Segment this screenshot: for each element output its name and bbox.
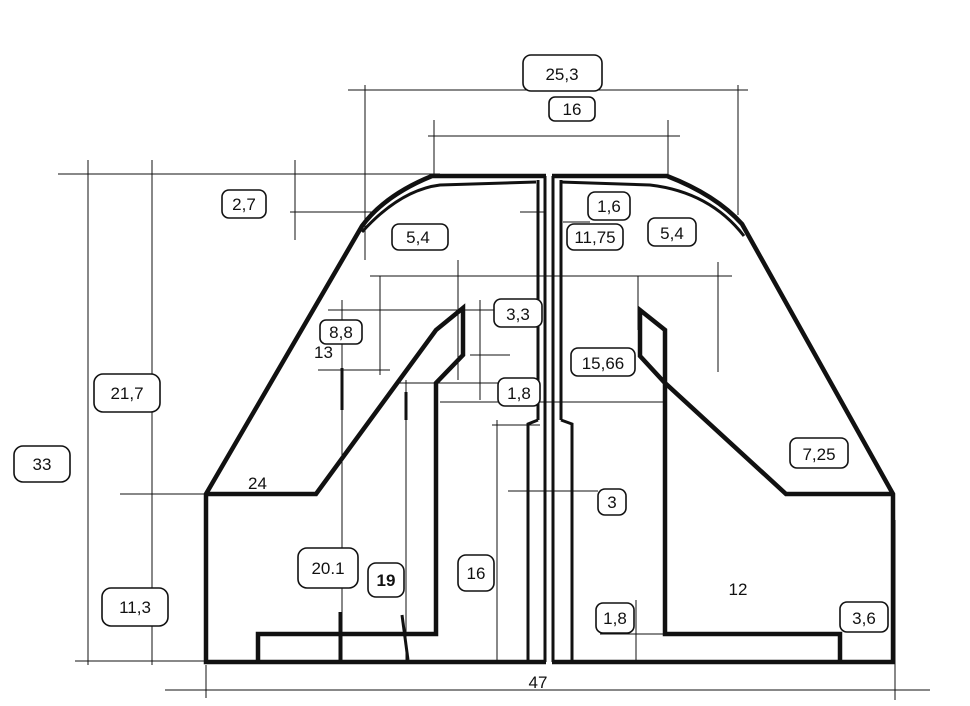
label-center-depth: 11,75: [566, 223, 624, 251]
svg-text:3: 3: [607, 493, 616, 512]
svg-text:1,6: 1,6: [597, 197, 621, 216]
svg-text:2,7: 2,7: [232, 195, 256, 214]
svg-text:3,3: 3,3: [506, 305, 530, 324]
svg-text:33: 33: [33, 455, 52, 474]
left-inner-cavity: [206, 303, 466, 662]
label-arc-thickness-right: 5,4: [647, 217, 697, 247]
svg-text:11,75: 11,75: [574, 228, 615, 247]
svg-text:1,8: 1,8: [507, 384, 531, 403]
right-inner-cavity: [637, 305, 893, 662]
label-total-width: 47: [529, 673, 548, 692]
label-shoulder-width: 24: [248, 474, 267, 493]
svg-text:16: 16: [563, 100, 582, 119]
label-base-gap: 1,8: [595, 602, 635, 634]
label-slope-length: 7,25: [789, 437, 849, 469]
label-arc-height: 2,7: [221, 189, 267, 219]
svg-text:7,25: 7,25: [802, 445, 835, 464]
label-center-gap-top: 1,6: [587, 191, 631, 221]
label-inner-offset-left: 13: [314, 343, 333, 362]
svg-text:25,3: 25,3: [545, 65, 578, 84]
label-corner-height: 3,6: [839, 601, 889, 633]
label-base-height: 11,3: [101, 587, 169, 627]
svg-text:47: 47: [529, 673, 548, 692]
svg-text:13: 13: [314, 343, 333, 362]
svg-text:8,8: 8,8: [329, 323, 353, 342]
label-top-overall-width: 25,3: [522, 54, 603, 92]
svg-text:11,3: 11,3: [119, 598, 151, 617]
profile-outline: [203, 173, 896, 665]
svg-text:20.1: 20.1: [311, 559, 344, 578]
label-side-height: 21,7: [93, 373, 161, 413]
label-top-flat-width: 16: [548, 96, 596, 122]
label-inner-gap: 1,8: [497, 377, 541, 407]
svg-text:3,6: 3,6: [852, 609, 876, 628]
label-arc-thickness-left: 5,4: [391, 223, 449, 251]
label-leg-height-b: 19: [367, 562, 405, 598]
label-inner-height-left: 8,8: [319, 319, 363, 345]
label-leg-height-c: 16: [457, 554, 495, 592]
label-leg-height-a: 20.1: [297, 547, 359, 589]
svg-text:12: 12: [729, 580, 748, 599]
label-center-slot: 3: [597, 488, 627, 516]
label-right-leg-width: 12: [720, 575, 766, 603]
leg-markers: [338, 368, 410, 661]
svg-text:16: 16: [467, 564, 486, 583]
svg-text:5,4: 5,4: [660, 224, 684, 243]
label-inner-notch: 3,3: [493, 298, 543, 328]
svg-text:19: 19: [377, 571, 396, 590]
svg-text:21,7: 21,7: [110, 384, 143, 403]
svg-text:5,4: 5,4: [406, 228, 430, 247]
svg-text:15,66: 15,66: [582, 354, 625, 373]
label-total-height: 33: [13, 445, 71, 483]
label-inner-height-right: 15,66: [570, 347, 636, 377]
svg-text:24: 24: [248, 474, 267, 493]
svg-text:1,8: 1,8: [603, 609, 627, 628]
